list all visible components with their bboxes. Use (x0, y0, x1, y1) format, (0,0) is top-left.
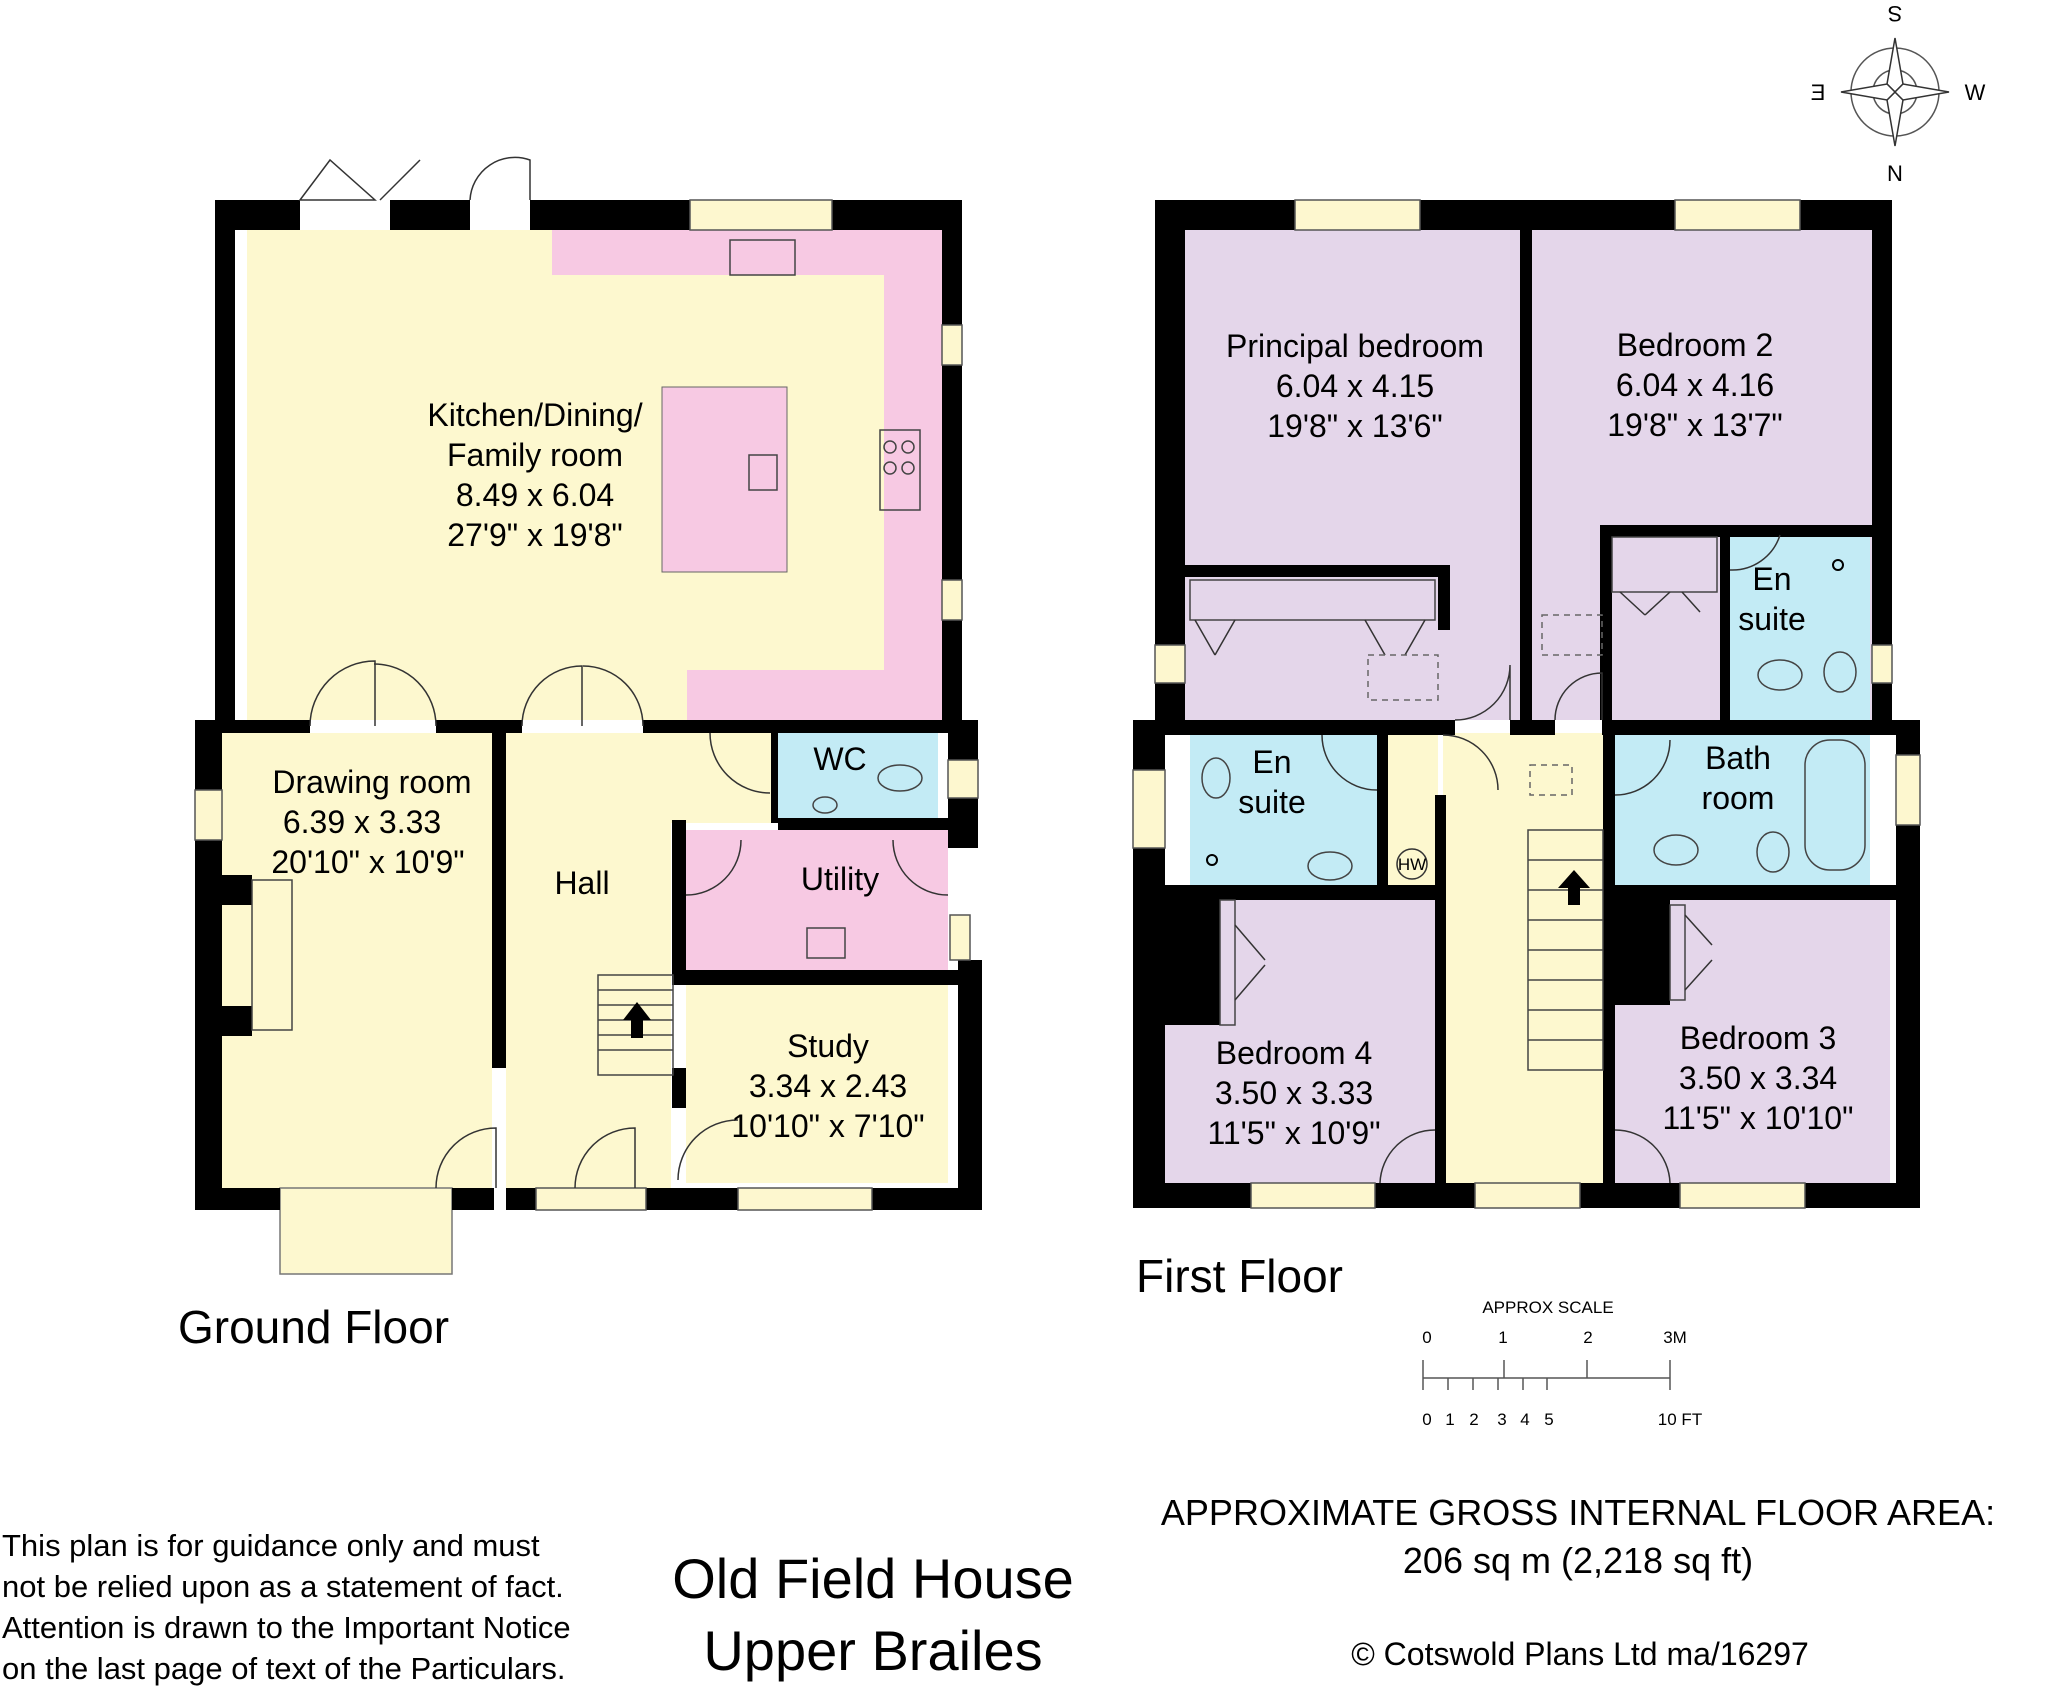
ensuite-1-label: En (1252, 744, 1291, 780)
compass-e: E (1811, 80, 1826, 105)
principal-bedroom-metric: 6.04 x 4.15 (1276, 368, 1434, 404)
bedroom-3-metric: 3.50 x 3.34 (1679, 1060, 1837, 1096)
kitchen-label: Kitchen/Dining/ (427, 397, 642, 433)
kitchen-island (661, 386, 788, 573)
first-floor: HW Principal bedroom 6.04 x 4.15 19'8" x… (1132, 199, 1921, 1302)
scale-ft-5: 5 (1544, 1410, 1553, 1429)
drawing-room-imperial: 20'10" x 10'9" (271, 844, 464, 880)
area-heading: APPROXIMATE GROSS INTERNAL FLOOR AREA: (1161, 1492, 1995, 1533)
bathroom-label-2: room (1702, 780, 1775, 816)
utility-label: Utility (801, 861, 879, 897)
property-location: Upper Brailes (703, 1619, 1042, 1682)
bedroom-3-label: Bedroom 3 (1680, 1020, 1837, 1056)
bathroom-floor (1615, 735, 1870, 885)
disclaimer-line-1: This plan is for guidance only and must (2, 1528, 540, 1563)
wc-floor (778, 733, 938, 818)
area-value: 206 sq m (2,218 sq ft) (1403, 1540, 1753, 1581)
scale-m-0: 0 (1422, 1328, 1431, 1347)
disclaimer-line-4: on the last page of text of the Particul… (2, 1651, 566, 1686)
ensuite-2-label-2: suite (1738, 601, 1806, 637)
scale-ft-3: 3 (1497, 1410, 1506, 1429)
scale-bar: APPROX SCALE 0 1 2 3M 0 1 2 3 4 5 10 FT (1422, 1298, 1702, 1429)
hall-lobby (506, 733, 771, 823)
scale-ft-10: 10 FT (1658, 1410, 1702, 1429)
first-stairs (1527, 829, 1604, 1071)
bedroom-2-metric: 6.04 x 4.16 (1616, 367, 1774, 403)
bedroom-4-imperial: 11'5" x 10'9" (1207, 1115, 1380, 1151)
study-imperial: 10'10" x 7'10" (731, 1108, 924, 1144)
hall-label: Hall (554, 865, 609, 901)
first-floor-label: First Floor (1136, 1250, 1343, 1302)
kitchen-units (552, 230, 942, 720)
scale-ft-1: 1 (1445, 1410, 1454, 1429)
compass-n: N (1887, 161, 1903, 186)
bedroom-2-label: Bedroom 2 (1617, 327, 1774, 363)
disclaimer-line-3: Attention is drawn to the Important Noti… (2, 1610, 571, 1645)
hw-label: HW (1398, 855, 1426, 874)
bedroom-3-imperial: 11'5" x 10'10" (1663, 1100, 1854, 1136)
scale-m-1: 1 (1498, 1328, 1507, 1347)
drawing-room-floor (222, 733, 492, 1188)
drawing-room-metric: 6.39 x 3.33 (283, 804, 441, 840)
kitchen-metric: 8.49 x 6.04 (456, 477, 614, 513)
bedroom-4-label: Bedroom 4 (1216, 1035, 1373, 1071)
scale-m-2: 2 (1583, 1328, 1592, 1347)
scale-ft-2: 2 (1469, 1410, 1478, 1429)
ensuite-2-label: En (1752, 561, 1791, 597)
kitchen-imperial: 27'9" x 19'8" (447, 517, 623, 553)
bathroom-label: Bath (1705, 740, 1771, 776)
study-label: Study (787, 1028, 869, 1064)
ensuite-1-label-2: suite (1238, 784, 1306, 820)
principal-bedroom-imperial: 19'8" x 13'6" (1267, 408, 1443, 444)
compass-s: S (1888, 1, 1903, 26)
property-name: Old Field House (672, 1547, 1074, 1610)
study-metric: 3.34 x 2.43 (749, 1068, 907, 1104)
utility-floor (686, 830, 948, 970)
bedroom-2-imperial: 19'8" x 13'7" (1607, 407, 1783, 443)
bedroom-4-metric: 3.50 x 3.33 (1215, 1075, 1373, 1111)
scale-title: APPROX SCALE (1482, 1298, 1613, 1317)
study-floor (686, 985, 948, 1183)
principal-bedroom-label: Principal bedroom (1226, 328, 1484, 364)
scale-ft-0: 0 (1422, 1410, 1431, 1429)
scale-m-3: 3M (1663, 1328, 1687, 1347)
compass-rose: S N E W (1811, 1, 1986, 186)
ground-floor-label: Ground Floor (178, 1301, 449, 1353)
drawing-room-label: Drawing room (272, 764, 471, 800)
disclaimer-line-2: not be relied upon as a statement of fac… (2, 1569, 564, 1604)
compass-w: W (1964, 80, 1985, 105)
scale-ft-4: 4 (1520, 1410, 1529, 1429)
ground-floor: Kitchen/Dining/ Family room 8.49 x 6.04 … (178, 156, 982, 1353)
bay-window (279, 1187, 453, 1275)
kitchen-label-2: Family room (447, 437, 623, 473)
copyright: © Cotswold Plans Ltd ma/16297 (1351, 1636, 1809, 1672)
wc-label: WC (813, 741, 866, 777)
ground-stairs (597, 974, 674, 1076)
kitchen-floor (247, 230, 942, 720)
